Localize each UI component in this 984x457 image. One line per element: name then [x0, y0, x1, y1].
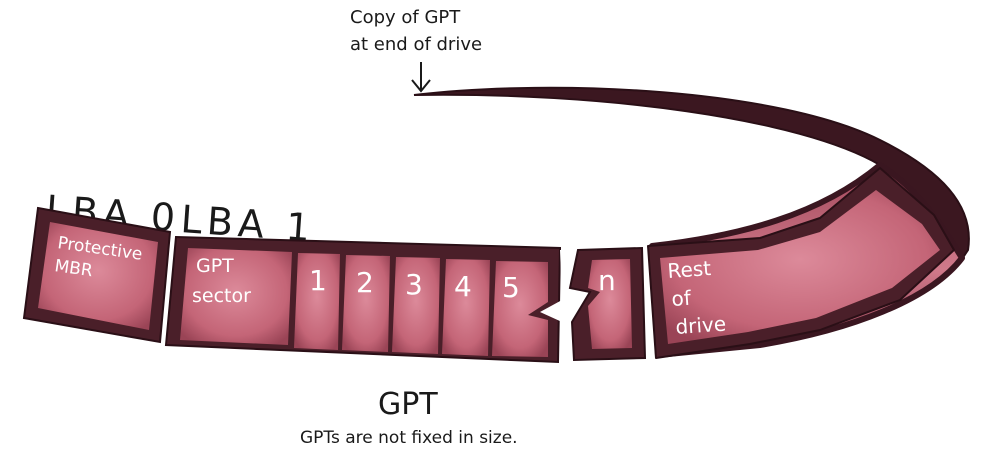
protective-mbr-block: Protective MBR	[22, 206, 172, 344]
caption-title: GPT	[378, 387, 438, 422]
entry-label: 1	[309, 264, 327, 297]
caption-subtitle: GPTs are not fixed in size.	[300, 428, 518, 448]
annotation-line-2: at end of drive	[350, 34, 482, 55]
rest-of-drive-block: Rest of drive	[647, 167, 955, 359]
rest-of-drive-line-1: Rest	[667, 256, 712, 283]
entry-cell	[392, 257, 440, 354]
break-gap	[540, 250, 590, 362]
rest-of-drive-line-3: drive	[675, 312, 727, 339]
gpt-sector-cell	[180, 248, 292, 345]
entry-label: 2	[356, 266, 374, 299]
entry-cell	[492, 261, 548, 357]
gpt-strip: GPT sector 1 2 3 4 5	[164, 235, 562, 364]
down-arrow-icon	[411, 62, 431, 93]
rest-of-drive-line-2: of	[671, 286, 693, 311]
entry-cell	[342, 255, 390, 352]
entry-label: 5	[502, 271, 520, 304]
entry-n-label: n	[598, 264, 616, 297]
gpt-sector-line-1: GPT	[196, 255, 234, 277]
entry-cell	[294, 253, 340, 350]
entry-label: 4	[454, 270, 472, 303]
annotation-line-1: Copy of GPT	[350, 7, 461, 28]
gpt-sector-line-2: sector	[192, 285, 251, 307]
entry-label: 3	[405, 268, 423, 301]
entry-n-block: n	[568, 246, 647, 362]
entry-cell	[442, 259, 490, 356]
